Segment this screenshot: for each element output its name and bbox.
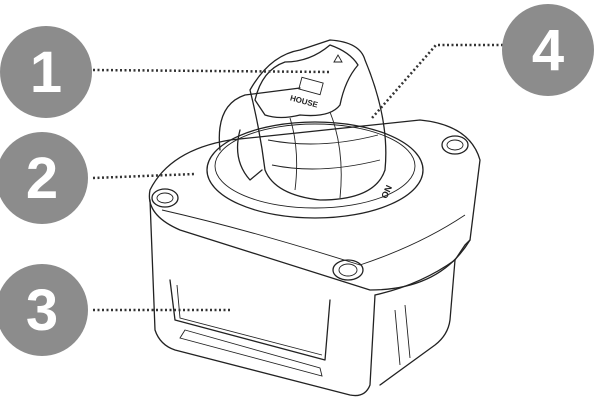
callout-4: 4 <box>502 4 594 96</box>
knob-label: HOUSE <box>289 94 319 110</box>
callout-1: 1 <box>0 26 92 118</box>
leader-line-4 <box>371 43 503 119</box>
callout-3: 3 <box>0 264 88 356</box>
callout-2: 2 <box>0 132 88 224</box>
switch-base <box>148 119 481 397</box>
on-position-mark: ON <box>379 184 394 200</box>
switch-knob: HOUSE ON <box>236 39 394 201</box>
switch-collar <box>206 87 424 219</box>
leader-line-2 <box>92 172 196 180</box>
leader-line-1 <box>92 68 331 74</box>
